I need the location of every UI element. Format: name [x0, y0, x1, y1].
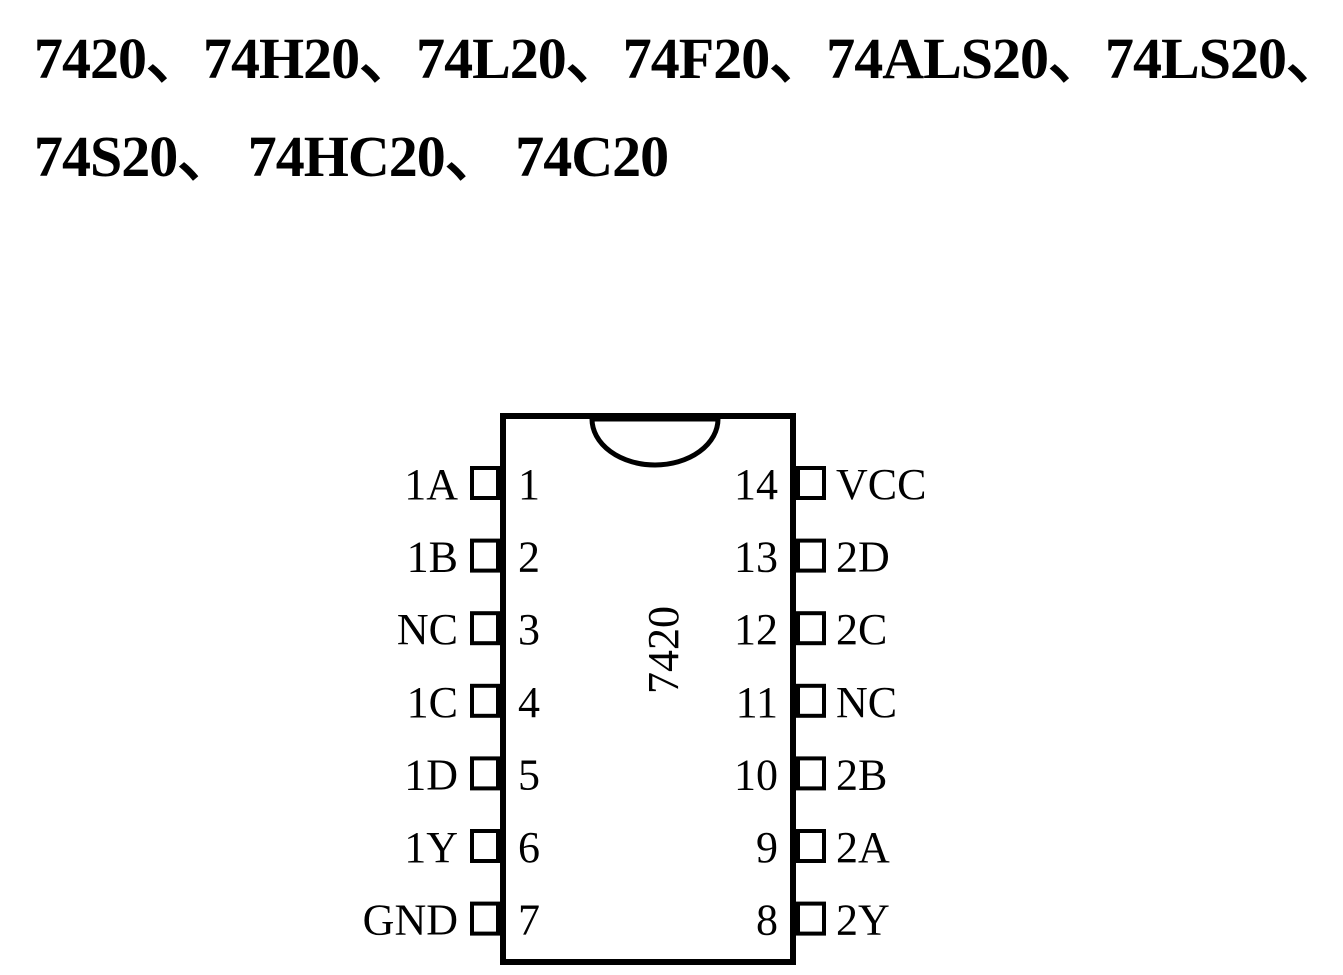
- pin-7-number: 7: [518, 896, 540, 945]
- pin-10-lead: [796, 756, 826, 791]
- pin-1-lead: [470, 466, 500, 500]
- pin-10-number: 10: [734, 750, 778, 799]
- pin-8-lead: [796, 901, 826, 936]
- pin-5-number: 5: [518, 750, 540, 799]
- pin-11: 11 NC: [736, 678, 898, 727]
- pin-1: 1A 1: [404, 460, 540, 509]
- pin-11-label: NC: [836, 678, 897, 727]
- pin-6-label: 1Y: [404, 823, 458, 872]
- pin-5-lead: [470, 756, 500, 791]
- pin-12-label: 2C: [836, 605, 887, 654]
- pin-7-lead: [470, 901, 500, 936]
- pin-12: 12 2C: [734, 605, 887, 654]
- pin-5-label: 1D: [404, 750, 458, 799]
- pin-4-label: 1C: [407, 678, 458, 727]
- pin-14-number: 14: [734, 460, 778, 509]
- pin-14-label: VCC: [836, 460, 926, 509]
- pin-6: 1Y 6: [404, 823, 540, 872]
- pin-6-lead: [470, 829, 500, 863]
- pin-10-label: 2B: [836, 750, 887, 799]
- pin-8-label: 2Y: [836, 896, 890, 945]
- chip-notch: [589, 416, 721, 468]
- pin-12-number: 12: [734, 605, 778, 654]
- pin-13: 13 2D: [734, 533, 890, 582]
- pin-4-number: 4: [518, 678, 540, 727]
- pin-9-number: 9: [756, 823, 778, 872]
- pin-2-lead: [470, 538, 500, 573]
- pin-11-lead: [796, 683, 826, 718]
- pin-3-lead: [470, 611, 500, 646]
- pin-2-number: 2: [518, 533, 540, 582]
- pin-4-lead: [470, 683, 500, 718]
- pin-12-lead: [796, 611, 826, 646]
- pin-9-label: 2A: [836, 823, 890, 872]
- pin-13-label: 2D: [836, 533, 890, 582]
- pin-14-lead: [796, 466, 826, 500]
- pin-14: 14 VCC: [734, 460, 926, 509]
- pin-6-number: 6: [518, 823, 540, 872]
- right-pins: 14 VCC 13 2D 12 2C 11 NC 10 2B 9 2A 8 2Y: [734, 460, 926, 945]
- pin-7-label: GND: [363, 896, 458, 945]
- pin-3: NC 3: [397, 605, 540, 654]
- pin-3-label: NC: [397, 605, 458, 654]
- title-line-1: 7420、74H20、74L20、74F20、74ALS20、74LS20、: [34, 26, 1343, 91]
- pin-1-number: 1: [518, 460, 540, 509]
- pin-3-number: 3: [518, 605, 540, 654]
- pin-13-number: 13: [734, 533, 778, 582]
- chip-name: 7420: [639, 606, 688, 694]
- pin-1-label: 1A: [404, 460, 458, 509]
- pin-11-number: 11: [736, 678, 778, 727]
- pin-7: GND 7: [363, 896, 540, 945]
- pin-4: 1C 4: [407, 678, 540, 727]
- pin-9-lead: [796, 829, 826, 863]
- chip-body: [500, 413, 796, 965]
- title-line-2: 74S20、 74HC20、 74C20: [34, 124, 669, 189]
- pin-9: 9 2A: [756, 823, 890, 872]
- pin-8-number: 8: [756, 896, 778, 945]
- pin-10: 10 2B: [734, 750, 887, 799]
- pin-2: 1B 2: [407, 533, 540, 582]
- pin-8: 8 2Y: [756, 896, 890, 945]
- pin-5: 1D 5: [404, 750, 540, 799]
- pin-13-lead: [796, 538, 826, 573]
- pin-2-label: 1B: [407, 533, 458, 582]
